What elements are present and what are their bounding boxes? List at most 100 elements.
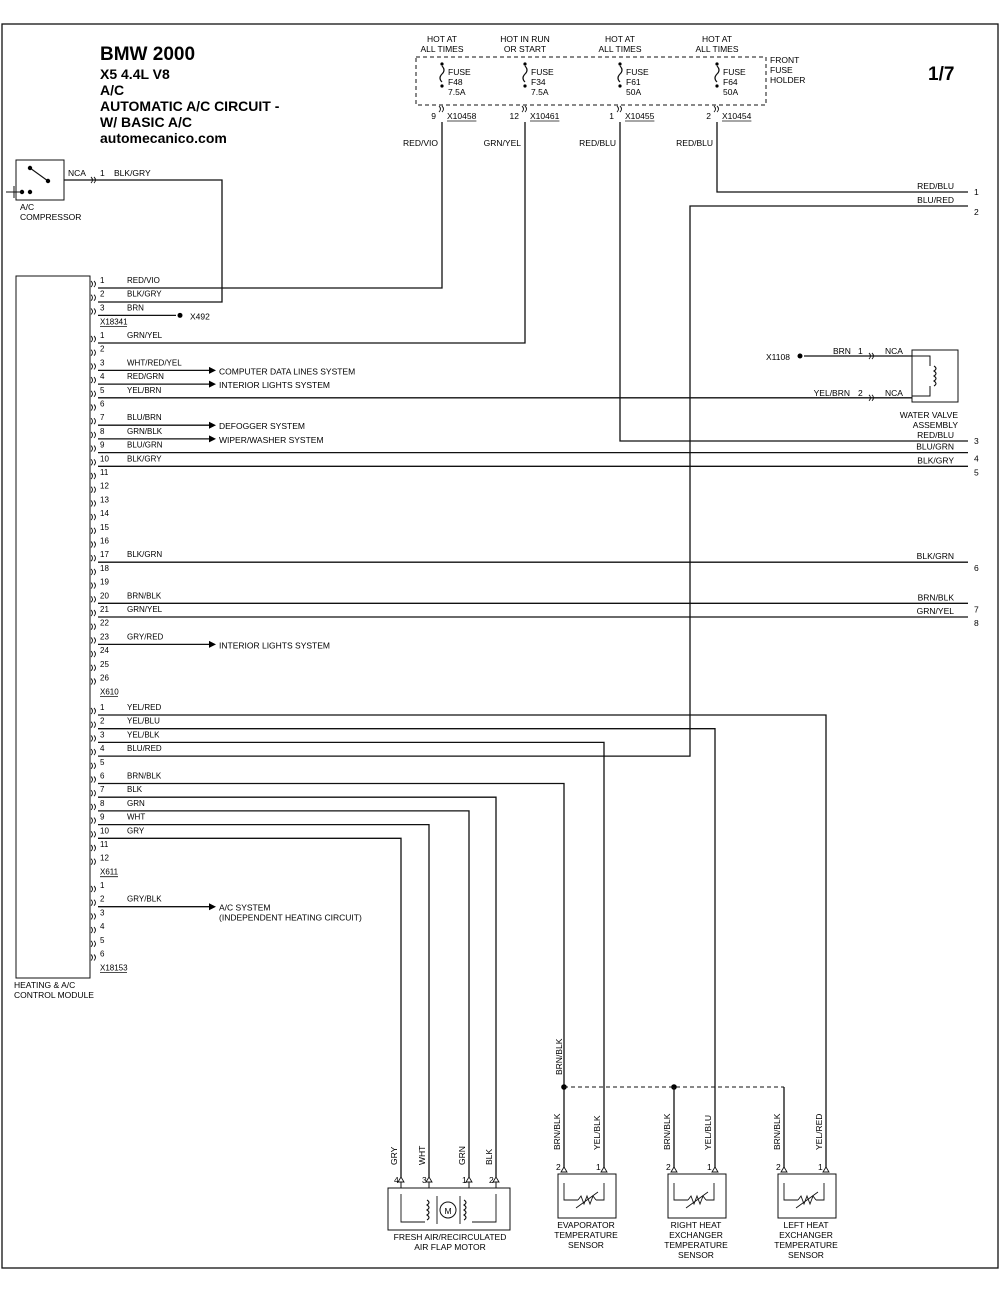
pin-connector-icon-a [90, 335, 93, 343]
water-valve-label: WATER VALVE [900, 410, 959, 420]
pin-wire-label: BLK/GRY [127, 454, 162, 463]
thermistor-arrow-icon [575, 1191, 599, 1209]
pin-number: 8 [100, 799, 105, 808]
pin-number: 18 [100, 564, 109, 573]
fuse-pin-number: 12 [510, 111, 520, 121]
ground-x1108-dot [797, 353, 803, 359]
wire-red-blu-3 [619, 122, 968, 442]
sensor-wire-label: BRN/BLK [552, 1113, 562, 1150]
fuse-name-text: F64 [723, 77, 738, 87]
arrow-computer-data-head [209, 366, 216, 374]
motor-winding-lead [472, 1194, 497, 1223]
temperature-sensor-label: TEMPERATURE [664, 1240, 728, 1250]
pin-connector-icon-b [93, 582, 96, 589]
pin-number: 20 [100, 591, 109, 600]
pin-connector-icon-b [93, 913, 96, 920]
wire-motor-3 [98, 796, 497, 1177]
temperature-sensor-label: TEMPERATURE [554, 1230, 618, 1240]
pin-number: 2 [100, 895, 105, 904]
water-valve-connector-icon-b [871, 394, 874, 402]
control-module-label: CONTROL MODULE [14, 990, 94, 1000]
fuse-top-dot [618, 62, 622, 66]
pin-connector-icon-a [90, 417, 93, 425]
pin-number: 24 [100, 646, 109, 655]
water-valve-wire-label: YEL/BRN [814, 388, 850, 398]
sensor-wire-label: BRN/BLK [772, 1113, 782, 1150]
sensor-wire-label: YEL/BLK [592, 1115, 602, 1150]
motor-wire-label: GRN [457, 1146, 467, 1165]
pin-number: 4 [100, 372, 105, 381]
pin-number: 12 [100, 854, 109, 863]
compressor-switch-dot [27, 189, 33, 195]
pin-connector-icon-a [90, 844, 93, 852]
fuse-top-dot [715, 62, 719, 66]
pin-wire-label: YEL/BLK [127, 730, 160, 739]
control-module-label: HEATING & A/C [14, 980, 75, 990]
pin-connector-icon-a [90, 376, 93, 384]
pin-connector-icon-a [90, 707, 93, 715]
exit-wire-number: 5 [974, 467, 979, 477]
fuse-name-text: 7.5A [448, 87, 466, 97]
pin-connector-icon-b [93, 294, 96, 302]
fuse-bottom-dot [715, 84, 719, 88]
fuse-status-text: HOT AT [427, 34, 457, 44]
header-brand: BMW 2000 [100, 44, 196, 65]
ground-x1108-label: X1108 [766, 352, 790, 362]
pin-connector-icon-b [93, 803, 96, 811]
motor-coil-icon [425, 1199, 430, 1221]
pin-wire-label: YEL/BLU [127, 717, 160, 726]
water-valve-label: ASSEMBLY [913, 420, 959, 430]
wire-motor-2 [98, 810, 470, 1177]
sensor-lead [706, 1183, 715, 1201]
wire-grn-yel-f34 [98, 122, 526, 344]
fuse-top-dot [440, 62, 444, 66]
pin-connector-icon-b [93, 885, 96, 893]
pin-wire-label: BLU/BRN [127, 413, 162, 422]
temperature-sensor-box [667, 1173, 727, 1219]
pin-number: 21 [100, 605, 109, 614]
pin-connector-icon-b [93, 568, 96, 576]
pin-connector-icon-b [93, 541, 96, 548]
pin-connector-icon-b [93, 844, 96, 852]
pin-connector-icon-a [90, 404, 93, 411]
water-valve-pin-number: 1 [858, 346, 863, 356]
pin-connector-icon-a [90, 349, 93, 357]
pin-wire-label: GRY [127, 826, 145, 835]
pin-number: 2 [100, 290, 105, 299]
temperature-sensor-label: EXCHANGER [669, 1230, 723, 1240]
pin-connector-icon-a [90, 294, 93, 302]
pin-number: 19 [100, 578, 109, 587]
fuse-status-text: ALL TIMES [599, 44, 642, 54]
sensor-lead [673, 1183, 688, 1201]
water-valve-wire-label: BRN [833, 346, 851, 356]
pin-wire-label: GRN/YEL [127, 331, 163, 340]
exit-wire-label: BLU/RED [917, 195, 954, 205]
compressor-box [15, 159, 65, 201]
pin-connector-icon-b [93, 280, 96, 288]
sensor-lead [596, 1183, 605, 1201]
ground-x492-label: X492 [190, 311, 210, 321]
ground-x492-dot [177, 312, 183, 318]
fuse-wire-label: RED/BLU [676, 138, 713, 148]
pin-connector-icon-b [93, 554, 96, 562]
fuse-holder-label: HOLDER [770, 75, 805, 85]
temperature-sensor-label: EXCHANGER [779, 1230, 833, 1240]
wire-red-blu-1 [716, 122, 968, 193]
pin-connector-icon-a [90, 431, 93, 439]
fuse-bottom-dot [618, 84, 622, 88]
system-ref-ac-system: A/C SYSTEM [219, 903, 270, 913]
thermistor-arrow-icon [795, 1191, 819, 1209]
sensor-pin-number: 1 [596, 1162, 601, 1172]
pin-wire-label: BRN/BLK [127, 772, 162, 781]
fuse-wire-label: RED/VIO [403, 138, 438, 148]
pin-number: 3 [100, 303, 105, 312]
pin-connector-icon-a [90, 486, 93, 494]
pin-connector-icon-a [90, 363, 93, 370]
pin-number: 6 [100, 950, 105, 959]
arrow-defogger-head [209, 421, 216, 429]
motor-winding-lead [400, 1194, 425, 1223]
pin-wire-label: BRN/BLK [127, 591, 162, 600]
compressor-label: COMPRESSOR [20, 212, 81, 222]
exit-wire-number: 8 [974, 618, 979, 628]
temperature-sensor-label: LEFT HEAT [783, 1220, 828, 1230]
